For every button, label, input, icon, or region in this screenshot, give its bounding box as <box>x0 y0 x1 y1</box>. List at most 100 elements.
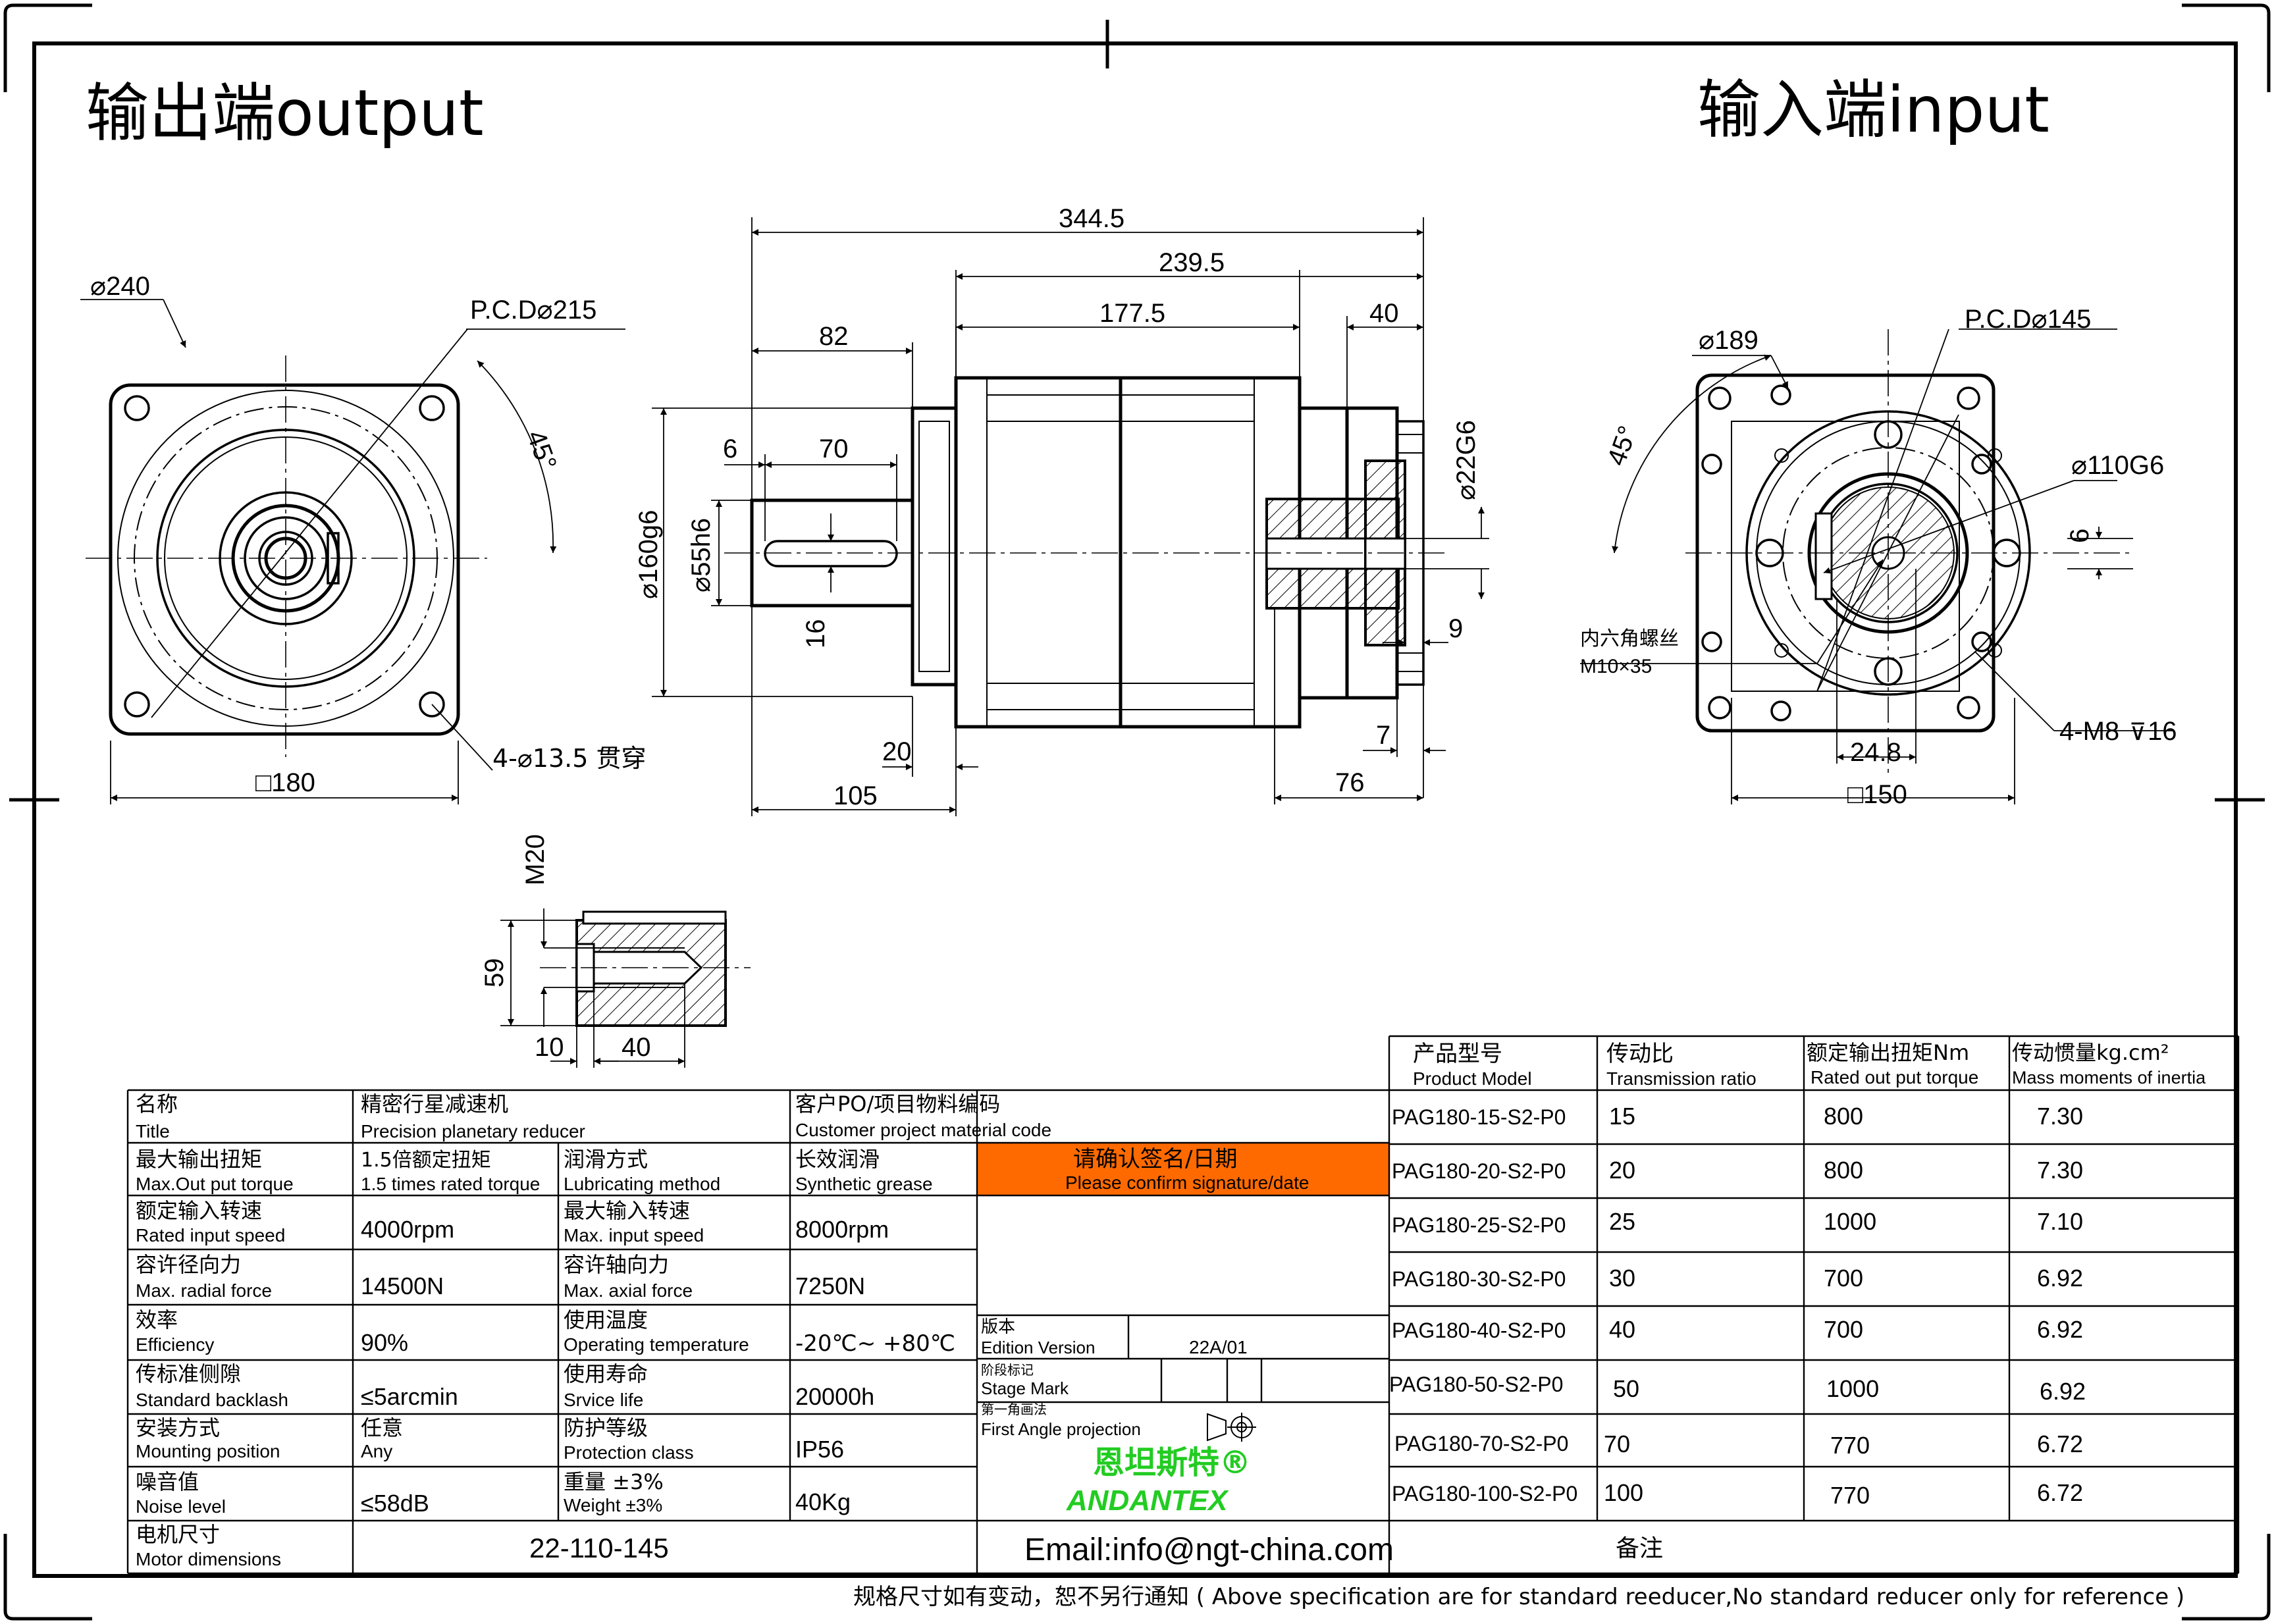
spec-maxout-en: Max.Out put torque <box>136 1174 294 1194</box>
thread-detail <box>500 908 751 1068</box>
spec-rin-val: 4000rpm <box>361 1216 454 1243</box>
spec-motor-en: Motor dimensions <box>136 1549 281 1569</box>
dim-length-239: 239.5 <box>1159 248 1225 277</box>
dim-length-59: 59 <box>480 958 509 988</box>
cell-torque: 700 <box>1824 1316 1863 1343</box>
spec-rad-en: Max. radial force <box>136 1280 272 1301</box>
cell-torque: 1000 <box>1824 1208 1876 1235</box>
dim-dia-189: ⌀189 <box>1699 326 1758 355</box>
cell-ratio: 40 <box>1609 1316 1635 1343</box>
dim-length-6b: 6 <box>2065 529 2094 543</box>
cell-inertia: 7.30 <box>2037 1103 2083 1130</box>
spec-life-cn: 使用寿命 <box>564 1361 648 1386</box>
cell-ratio: 100 <box>1604 1479 1643 1506</box>
confirm-label-cn: 请确认签名/日期 <box>1073 1146 1237 1172</box>
spec-title-en: Title <box>136 1121 170 1141</box>
cell-model: PAG180-40-S2-P0 <box>1392 1319 1566 1342</box>
spec-temp-val: -20℃~ +80℃ <box>795 1330 955 1357</box>
dim-thread: M20 <box>521 834 550 885</box>
cell-ratio: 25 <box>1609 1208 1635 1235</box>
table-row: PAG180-15-S2-P0 15 800 7.30 <box>1392 1103 2083 1130</box>
dim-dia-55: ⌀55h6 <box>687 518 716 592</box>
spec-ax-val: 7250N <box>795 1272 865 1299</box>
cell-model: PAG180-50-S2-P0 <box>1389 1373 1563 1396</box>
dim-length-70: 70 <box>819 434 849 463</box>
brand-logo-cn: 恩坦斯特® <box>1093 1444 1251 1481</box>
spec-wt-val: 40Kg <box>795 1488 851 1515</box>
cell-model: PAG180-70-S2-P0 <box>1394 1432 1568 1455</box>
cell-model: PAG180-20-S2-P0 <box>1392 1159 1566 1183</box>
stage-en: Stage Mark <box>981 1378 1069 1398</box>
dim-angle-output: 45° <box>521 427 562 474</box>
dim-length-9: 9 <box>1448 614 1463 643</box>
header-ratio-cn: 传动比 <box>1606 1041 1674 1067</box>
spec-noise-cn: 噪音值 <box>136 1469 199 1494</box>
spec-mount-en: Mounting position <box>136 1441 280 1461</box>
spec-bl-en: Standard backlash <box>136 1390 288 1410</box>
dim-length-105: 105 <box>833 781 878 810</box>
table-row: PAG180-100-S2-P0 100 770 6.72 <box>1392 1479 2083 1509</box>
dim-square-input: □150 <box>1847 780 1907 809</box>
spec-mount-val-cn: 任意 <box>361 1415 403 1440</box>
cell-inertia: 7.10 <box>2037 1208 2083 1235</box>
spec-ax-cn: 容许轴向力 <box>564 1252 669 1277</box>
table-row: PAG180-40-S2-P0 40 700 6.92 <box>1392 1316 2083 1343</box>
cell-inertia: 6.72 <box>2037 1430 2083 1457</box>
side-view <box>652 217 1489 816</box>
table-row: PAG180-20-S2-P0 20 800 7.30 <box>1392 1157 2083 1184</box>
spec-rin-cn: 额定输入转速 <box>136 1198 262 1223</box>
spec-maxout-val-cn: 1.5倍额定扭矩 <box>361 1149 491 1172</box>
dim-length-16: 16 <box>801 619 830 649</box>
spec-life-en: Srvice life <box>564 1390 643 1410</box>
model-table-headers: 产品型号 Product Model 传动比 Transmission rati… <box>1413 1040 2206 1089</box>
brand-logo-en: ANDANTEX <box>1066 1484 1229 1517</box>
spec-mount-val-en: Any <box>361 1441 392 1461</box>
header-ratio-en: Transmission ratio <box>1606 1068 1757 1089</box>
dim-length-10: 10 <box>535 1033 564 1062</box>
spec-mount-cn: 安装方式 <box>136 1415 220 1440</box>
spec-maxin-en: Max. input speed <box>564 1225 704 1245</box>
label-hex-screw-cn: 内六角螺丝 <box>1580 627 1679 650</box>
dim-square-output: □180 <box>255 768 315 797</box>
heading-output: 输出端output <box>86 76 484 150</box>
projection-en: First Angle projection <box>981 1419 1141 1439</box>
projection-cn: 第一角画法 <box>981 1401 1047 1417</box>
dim-pcd-input: P.C.D⌀145 <box>1965 305 2091 334</box>
cell-inertia: 6.92 <box>2040 1378 2086 1405</box>
confirm-highlight <box>977 1143 1389 1195</box>
dim-length-82: 82 <box>819 322 849 351</box>
cell-torque: 800 <box>1824 1157 1863 1184</box>
output-end-view <box>80 299 625 804</box>
contact-email: Email:info@ngt-china.com <box>1024 1532 1394 1567</box>
spec-maxout-cn: 最大输出扭矩 <box>136 1147 262 1172</box>
spec-lub-cn: 润滑方式 <box>564 1147 648 1172</box>
spec-title-val-cn: 精密行星减速机 <box>361 1091 508 1116</box>
cell-torque: 1000 <box>1826 1375 1879 1402</box>
spec-prot-val: IP56 <box>795 1436 844 1463</box>
cell-torque: 770 <box>1830 1432 1870 1459</box>
spec-rad-cn: 容许径向力 <box>136 1252 241 1277</box>
dim-length-total: 344.5 <box>1059 204 1124 233</box>
cell-inertia: 6.92 <box>2037 1265 2083 1292</box>
spec-cust-en: Customer project material code <box>795 1120 1051 1140</box>
spec-bl-cn: 传标准侧隙 <box>136 1361 241 1386</box>
cell-inertia: 7.30 <box>2037 1157 2083 1184</box>
spec-motor-cn: 电机尺寸 <box>136 1522 220 1547</box>
depth-symbol-icon: ⊽ <box>2129 718 2146 745</box>
spec-lub-en: Lubricating method <box>564 1174 720 1194</box>
dim-holes-input: 4-M8 <box>2059 717 2119 746</box>
spec-rad-val: 14500N <box>361 1272 444 1299</box>
spec-maxout-val-en: 1.5 times rated torque <box>361 1174 540 1194</box>
label-hex-screw: M10×35 <box>1580 656 1652 677</box>
model-table-rows: PAG180-15-S2-P0 15 800 7.30 PAG180-20-S2… <box>1389 1103 2086 1509</box>
spec-rin-en: Rated input speed <box>136 1225 285 1245</box>
spec-wt-cn: 重量 ±3% <box>564 1469 664 1494</box>
projection-cone-icon <box>1207 1413 1227 1442</box>
header-torque-en: Rated out put torque <box>1811 1067 1978 1087</box>
footer-note: 规格尺寸如有变动，恕不另行通知 ( Above specification ar… <box>853 1584 2184 1610</box>
cell-torque: 800 <box>1824 1103 1863 1130</box>
dim-dia-160: ⌀160g6 <box>634 510 663 599</box>
dim-length-6: 6 <box>723 434 737 463</box>
model-table <box>1389 1035 2240 1573</box>
